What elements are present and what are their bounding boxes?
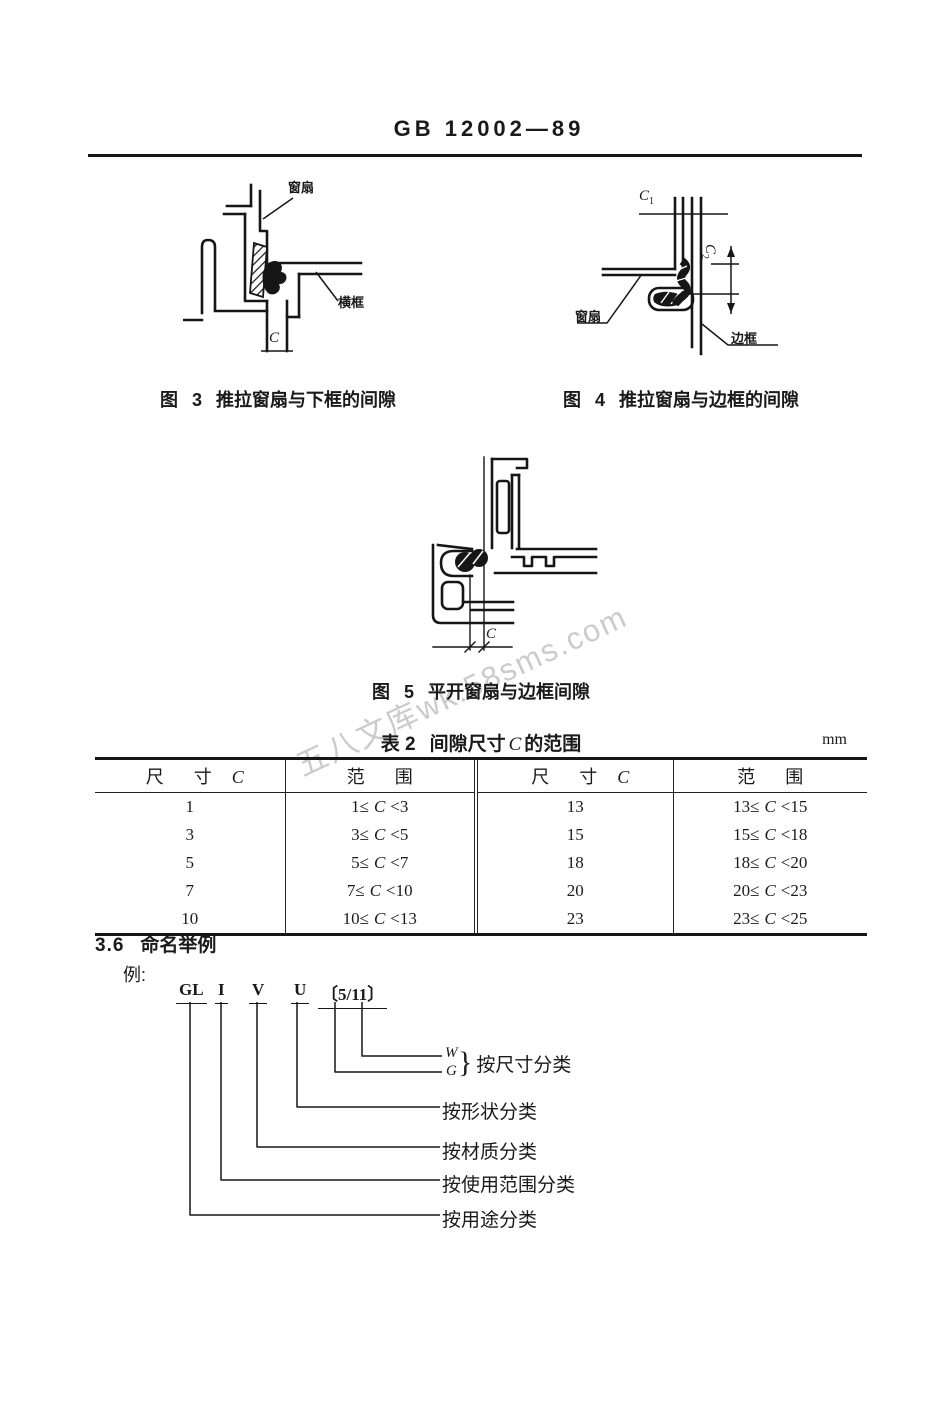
branch-label-shape: 按形状分类 [442, 1102, 538, 1123]
range-cell: 1≤C<3 [285, 792, 478, 821]
header-rule [88, 154, 862, 157]
branch-label-material: 按材质分类 [442, 1142, 538, 1163]
section-number: 3.6 [95, 935, 125, 956]
figure-5-diagram: C [420, 445, 600, 660]
table-row: 5 5≤C<7 18 18≤C<20 [95, 849, 867, 877]
gap-dimension-label: C [486, 626, 497, 642]
size-cell: 1 [95, 792, 286, 821]
size-cell: 3 [95, 821, 286, 849]
range-cell: 15≤C<18 [733, 825, 808, 844]
code-part-v: V [249, 980, 268, 1004]
figure-3-drawing [183, 183, 363, 353]
size-cell: 18 [476, 849, 674, 877]
col-header-range-left: 范围 [285, 760, 478, 793]
code-part-u: U [291, 980, 310, 1004]
range-cell: 7≤C<10 [285, 877, 478, 905]
sash-label: 窗扇 [575, 309, 602, 324]
figure-4-caption-number: 4 [595, 390, 606, 410]
c1-dimension-label: C1 [639, 188, 655, 207]
range-cell: 3≤C<5 [285, 821, 478, 849]
size-classification-group: }按尺寸分类 [458, 1046, 571, 1080]
branch-label-purpose: 按用途分类 [442, 1210, 538, 1231]
size-letter-w: W [445, 1045, 458, 1061]
section-title: 命名举例 [140, 935, 217, 956]
range-cell: 13≤C<15 [733, 797, 808, 816]
range-cell: 20≤C<23 [733, 881, 808, 900]
col-header-range-right: 范围 [673, 760, 867, 793]
table-2-number: 表 2 [380, 734, 416, 755]
size-cell: 10 [95, 905, 286, 933]
figure-5-caption-number: 5 [404, 682, 415, 702]
figure-5-caption-prefix: 图 [372, 682, 390, 702]
range-cell: 5≤C<7 [285, 849, 478, 877]
naming-tree-lines [189, 1002, 442, 1216]
table-row: 7 7≤C<10 20 20≤C<23 [95, 877, 867, 905]
range-cell: 18≤C<20 [733, 853, 808, 872]
figure-3-caption-text: 推拉窗扇与下框的间隙 [216, 390, 397, 410]
figure-4-caption-text: 推拉窗扇与边框的间隙 [619, 390, 800, 410]
table-2-title-variable: C [508, 734, 522, 755]
table-row: 1 1≤C<3 13 13≤C<15 [95, 792, 867, 821]
figure-3-caption-number: 3 [192, 390, 203, 410]
table-unit-label: mm [822, 731, 847, 748]
horizontal-frame-label: 横框 [338, 295, 365, 310]
side-frame-label: 边框 [731, 331, 758, 346]
size-letter-g: G [446, 1063, 457, 1079]
code-part-i: I [215, 980, 228, 1004]
table-row: 10 10≤C<13 23 23≤C<25 [95, 905, 867, 933]
naming-example-diagram: GL I V U 〔5/11〕 W G }按尺寸分类 按形状分类 按材质分类 按… [170, 976, 600, 1238]
size-cell: 5 [95, 849, 286, 877]
figure-3-caption-prefix: 图 [160, 390, 178, 410]
gap-dimension-label: C [269, 330, 280, 346]
table-2-title-text: 间隙尺寸 [429, 734, 506, 755]
figure-4-caption-prefix: 图 [563, 390, 581, 410]
branch-label-size: 按尺寸分类 [476, 1054, 572, 1076]
size-cell: 20 [476, 877, 674, 905]
brace-glyph: } [458, 1046, 473, 1079]
figure-4-diagram: C1 C2 窗扇 边框 [575, 182, 835, 367]
figure-5-drawing [431, 456, 598, 653]
size-cell: 7 [95, 877, 286, 905]
figure-3-diagram: 窗扇 横框 C [183, 173, 365, 365]
branch-label-usage: 按使用范围分类 [442, 1175, 576, 1196]
size-cell: 15 [476, 821, 674, 849]
table-row: 3 3≤C<5 15 15≤C<18 [95, 821, 867, 849]
c2-dimension-label: C2 [699, 243, 719, 260]
code-part-gl: GL [176, 980, 207, 1004]
section-heading: 3.6 命名举例 [95, 930, 216, 957]
figure-5-caption-text: 平开窗扇与边框间隙 [428, 682, 591, 702]
range-cell: 23≤C<25 [733, 909, 808, 928]
example-label: 例: [123, 965, 147, 985]
figure-4-drawing [577, 196, 778, 356]
sash-label: 窗扇 [288, 180, 315, 195]
standard-code-header: GB 12002—89 [393, 116, 585, 141]
size-cell: 23 [476, 905, 674, 933]
code-part-size: 〔5/11〕 [318, 980, 388, 1009]
table-2-title-suffix: 的范围 [524, 734, 582, 755]
size-cell: 13 [476, 792, 674, 821]
range-cell: 10≤C<13 [285, 905, 478, 933]
